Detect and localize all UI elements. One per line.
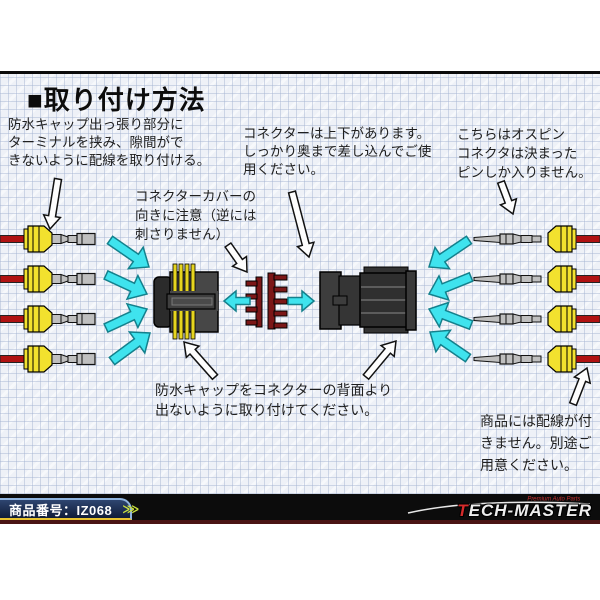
brand-logo: Premium Auto Parts TECH-MASTER [404, 495, 594, 523]
annotation-cap-rear: 防水キャップをコネクターの背面より 出ないように取り付けてください。 [155, 382, 393, 418]
brand-name: TECH-MASTER [457, 501, 592, 520]
annotation-pointer-arrow-icon [362, 339, 397, 381]
annotation-pointer-arrow-icon [224, 241, 248, 274]
cyan-direction-arrow-icon [103, 269, 149, 301]
cyan-direction-arrow-icon [103, 302, 149, 334]
wire-terminal-assembly-left [0, 265, 96, 293]
brand-tagline: Premium Auto Parts [526, 496, 580, 502]
annotation-pointer-arrow-icon [42, 177, 63, 231]
chevrons-icon: ⋙ [122, 502, 139, 516]
annotation-pointer-arrow-icon [568, 366, 592, 407]
annotation-male-pin: こちらはオスピン コネクタは決まった ピンしか入りません。 [457, 127, 592, 180]
swoosh-icon [407, 501, 591, 514]
footer-bar: 商品番号：IZ068 ⋙ Premium Auto Parts TECH-MAS… [0, 494, 600, 524]
page-title: ■取り付け方法 [27, 85, 206, 115]
wire-terminal-assembly-left [0, 225, 96, 253]
wire-terminal-assembly-left [0, 305, 96, 333]
wire-terminal-assembly-right [473, 225, 600, 253]
annotation-pointer-arrow-icon [496, 179, 518, 216]
cyan-direction-arrow-icon [106, 235, 150, 270]
male-connector-icon [319, 266, 417, 334]
annotation-connector-updown: コネクターは上下があります。 しっかり奥まで差し込んでご使 用ください。 [243, 126, 432, 177]
cyan-direction-arrow-icon [222, 289, 251, 313]
cyan-direction-arrow-icon [427, 301, 474, 331]
annotation-cap-attach: 防水キャップ出っ張り部分に ターミナルを挟み、隙間がで きないように配線を取り付… [8, 117, 211, 168]
cyan-direction-arrow-icon [428, 235, 473, 270]
product-number: 商品番号：IZ068 [9, 502, 113, 518]
annotation-wire-not-included: 商品には配線が付 きません。別途ご 用意ください。 [480, 413, 592, 473]
annotation-pointer-arrow-icon [183, 340, 219, 381]
female-connector-icon [153, 263, 219, 340]
wire-terminal-assembly-right [473, 345, 600, 373]
cyan-direction-arrow-icon [427, 271, 474, 302]
annotation-pointer-arrow-icon [287, 190, 316, 259]
wire-terminal-assembly-left [0, 345, 96, 373]
cyan-direction-arrow-icon [108, 331, 151, 366]
cyan-direction-arrow-icon [287, 289, 316, 313]
cyan-direction-arrow-icon [429, 329, 472, 363]
product-number-tab: 商品番号：IZ068 ⋙ [0, 498, 139, 520]
pin-comb-icon [245, 272, 288, 330]
wire-terminal-assembly-right [473, 305, 600, 333]
annotation-cover-direction: コネクターカバーの 向きに注意（逆には 刺さりません） [135, 189, 257, 242]
wire-terminal-assembly-right [473, 265, 600, 293]
